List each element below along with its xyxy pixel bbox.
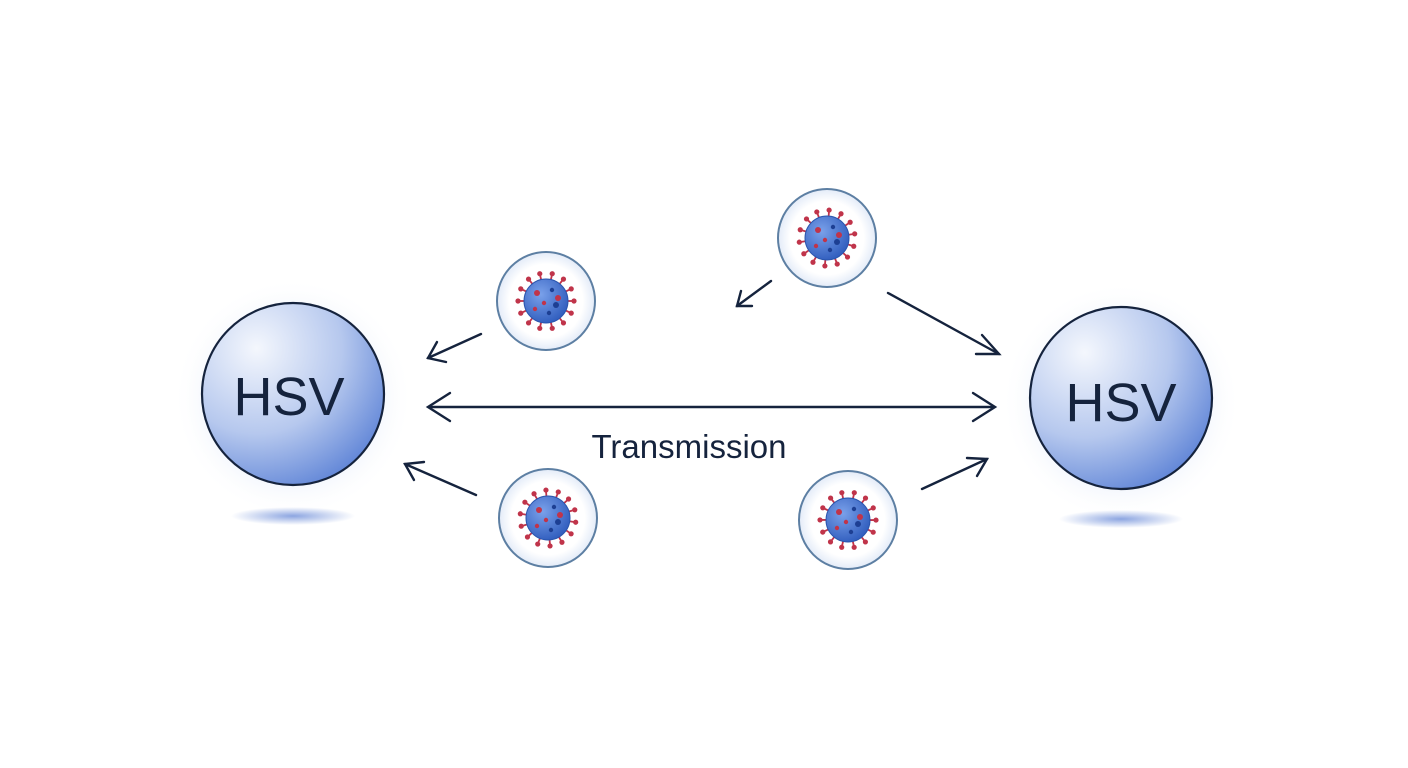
virus-icon <box>796 207 858 269</box>
arrow-top-right <box>886 291 1002 356</box>
arrowhead-right-icon <box>971 391 998 423</box>
transmission-label: Transmission <box>592 428 787 465</box>
virus-icon <box>517 487 579 549</box>
arrow-top-middle <box>735 279 773 308</box>
virion-lower-right <box>798 470 898 570</box>
left-host-shadow <box>231 507 355 525</box>
virus-icon <box>817 490 879 550</box>
virus-icon <box>515 271 577 331</box>
virion-upper-left <box>496 251 596 351</box>
right-host-node: HSV <box>1001 282 1241 528</box>
right-host-shadow <box>1059 510 1183 528</box>
arrow-upper-left <box>426 332 483 364</box>
virions-layer <box>496 188 898 570</box>
virion-top-right <box>777 188 877 288</box>
arrowhead-left-icon <box>425 391 452 423</box>
arrow-lower-right <box>920 456 990 491</box>
transmission-arrow <box>425 391 998 423</box>
left-host-label: HSV <box>233 367 344 427</box>
right-host-label: HSV <box>1065 373 1176 433</box>
virion-lower-left <box>498 468 598 568</box>
left-host-node: HSV <box>173 278 413 525</box>
right-host-circle <box>1028 305 1214 491</box>
left-host-circle <box>200 301 386 487</box>
arrow-lower-left <box>403 460 478 497</box>
